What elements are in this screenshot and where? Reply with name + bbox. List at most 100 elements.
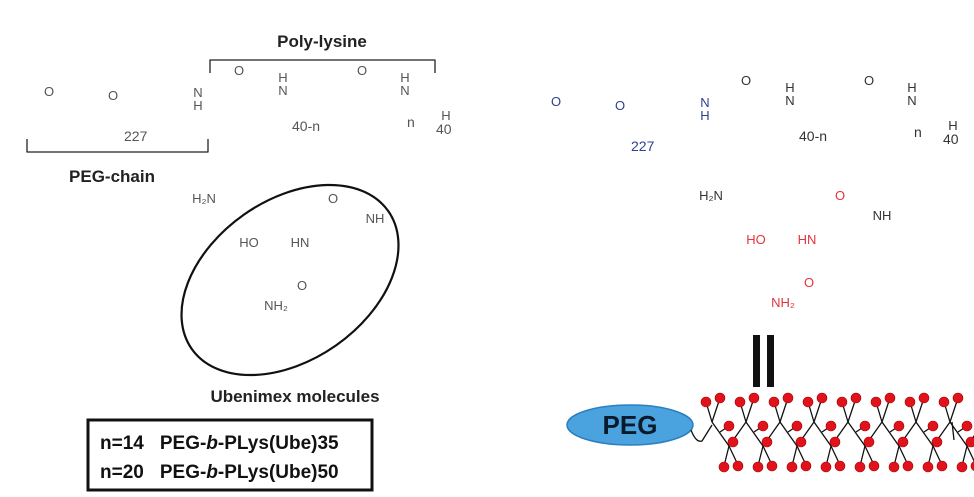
atom-o: O <box>804 275 814 290</box>
drug-dot <box>825 420 837 432</box>
atom-o: O <box>297 278 307 293</box>
drug-dot <box>748 392 760 404</box>
drug-dot <box>761 436 773 448</box>
atom-h: H <box>193 98 202 113</box>
backbone <box>881 421 900 447</box>
drug-dot <box>884 392 896 404</box>
drug-dot <box>732 460 744 472</box>
drug-dot <box>802 396 814 408</box>
peg-chain-label: PEG-chain <box>69 167 155 186</box>
atom-h: H <box>785 80 794 95</box>
atom-hn: HN <box>291 235 310 250</box>
atom-o: O <box>234 63 244 78</box>
drug-dot <box>836 396 848 408</box>
unit2-repeat: n <box>914 124 922 140</box>
peg-chain-bracket <box>26 139 209 153</box>
drug-dot <box>757 420 769 432</box>
backbone <box>915 421 934 447</box>
drug-dot <box>868 460 880 472</box>
drug-dot <box>723 420 735 432</box>
left-structure: O O 227 N H O N H 40-n O N H n H 40 H₂N … <box>30 62 452 349</box>
peg-repeat: 227 <box>631 138 655 154</box>
poly-lysine-bracket <box>209 59 436 73</box>
atom-o: O <box>741 73 751 88</box>
drug-dot <box>893 420 905 432</box>
atom-h: H <box>948 118 957 133</box>
drug-dot <box>936 460 948 472</box>
atom-o: O <box>357 63 367 78</box>
drug-dot <box>970 461 974 471</box>
drug-dot <box>752 461 764 473</box>
backbone <box>779 421 798 447</box>
unit1-repeat: 40-n <box>799 128 827 144</box>
atom-ho: HO <box>239 235 259 250</box>
drug-dot <box>791 420 803 432</box>
atom-o: O <box>835 188 845 203</box>
drug-dot <box>718 461 730 473</box>
unit2-repeat: n <box>407 114 415 130</box>
total-repeat: 40 <box>943 131 959 147</box>
drug-dot <box>834 460 846 472</box>
atom-h: H <box>278 70 287 85</box>
drug-dot <box>768 396 780 408</box>
atom-nh2: NH₂ <box>264 298 288 313</box>
atom-h: H <box>907 80 916 95</box>
atom-h: H <box>441 108 450 123</box>
drug-dot <box>888 461 900 473</box>
peg-blob <box>566 404 694 446</box>
drug-dot <box>922 461 934 473</box>
drug-dot <box>902 460 914 472</box>
drug-dot <box>829 436 841 448</box>
right-structure: O O 227 N H O N H 40-n O N H n H 40 H₂N <box>537 72 959 218</box>
drug-dot <box>854 461 866 473</box>
drug-dot <box>816 392 828 404</box>
atom-hn: HN <box>798 232 817 247</box>
atom-nh: NH <box>873 208 892 223</box>
atom-o: O <box>551 94 561 109</box>
drug-dot <box>820 461 832 473</box>
drug-dot <box>961 420 973 432</box>
drug-dot <box>956 461 968 473</box>
drug-dot <box>795 436 807 448</box>
atom-n: N <box>193 85 202 100</box>
peg-segment: O O 227 N H <box>537 75 710 154</box>
atom-ho: HO <box>746 232 766 247</box>
drug-dot <box>952 392 964 404</box>
drug-dot <box>786 461 798 473</box>
total-repeat: 40 <box>436 121 452 137</box>
backbone <box>951 421 955 441</box>
unit1-repeat: 40-n <box>292 118 320 134</box>
drug-dot <box>727 436 739 448</box>
drug-dot <box>850 392 862 404</box>
atom-n: N <box>907 93 916 108</box>
drug-dot <box>714 392 726 404</box>
atom-o: O <box>328 191 338 206</box>
drug-dot <box>734 396 746 408</box>
peg-blob-label: PEG <box>603 410 658 440</box>
atom-h: H <box>400 70 409 85</box>
atom-nh2: NH₂ <box>771 295 795 310</box>
atom-h: H <box>700 108 709 123</box>
ubenimex-label: Ubenimex molecules <box>210 387 379 406</box>
drug-dot <box>918 392 930 404</box>
drug-dot <box>700 396 712 408</box>
drug-dot <box>766 460 778 472</box>
atom-n: N <box>700 95 709 110</box>
atom-o: O <box>44 84 54 99</box>
atom-h2n: H₂N <box>699 188 723 203</box>
polymer-cartoon: PEG <box>566 392 974 473</box>
atom-o: O <box>864 73 874 88</box>
atom-o: O <box>615 98 625 113</box>
atom-h2n: H₂N <box>192 191 216 206</box>
atom-nh: NH <box>366 211 385 226</box>
drug-dot <box>863 436 875 448</box>
poly-lysine-label: Poly-lysine <box>277 32 367 51</box>
backbone <box>847 421 866 447</box>
ubenimex-segment: NH O HN O HO NH₂ <box>708 188 891 346</box>
drug-dot <box>927 420 939 432</box>
drug-dot <box>931 436 943 448</box>
atom-n: N <box>785 93 794 108</box>
